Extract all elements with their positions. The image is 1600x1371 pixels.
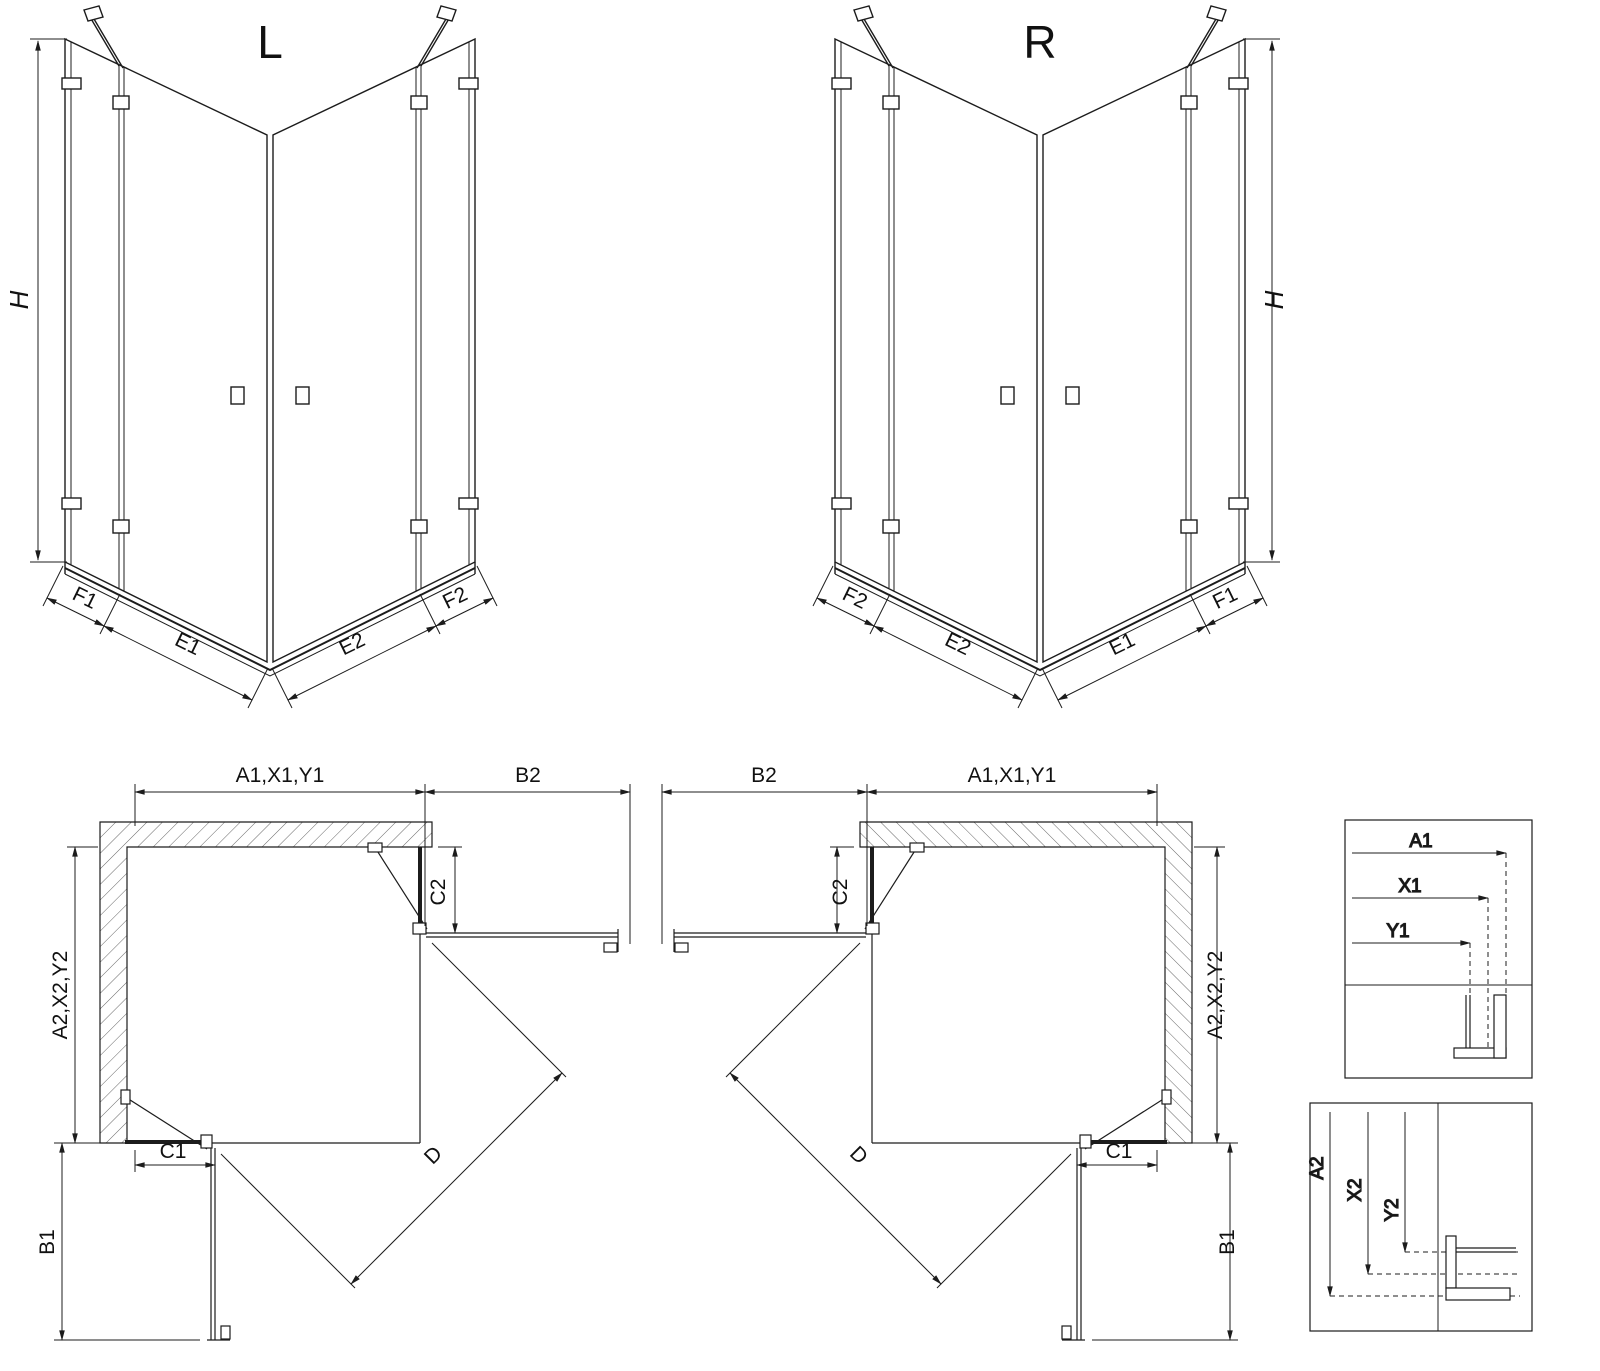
dim-label-f2-left: F2 [439,582,471,613]
detail-label-x2: X2 [1345,1178,1366,1201]
variant-left-label: L [257,16,283,68]
dim-label-e1-right: E1 [1106,628,1139,660]
perspective-right-view: R H F2 E2 E1 F1 [813,6,1289,708]
dim-label-d-right: D [845,1142,872,1169]
dim-label-b1-left: B1 [36,1229,59,1255]
enclosure-perspective-right [813,6,1280,708]
enclosure-perspective-left [30,6,497,708]
variant-right-label: R [1023,16,1056,68]
detail-bottom-frame [1309,1102,1533,1332]
detail-label-a2: A2 [1307,1156,1328,1179]
dim-label-c2-left: C2 [427,879,450,906]
perspective-left-view: L H F1 E1 E2 F2 [4,6,497,708]
detail-horizontal-section: A1 X1 Y1 [1344,819,1533,1079]
detail-vertical-section: A2 X2 Y2 [1306,1102,1533,1332]
detail-label-y1: Y1 [1386,921,1409,942]
plan-right-view: A1,X1,Y1 B2 A2,X2,Y2 C2 C1 B1 D [662,764,1239,1340]
dim-label-c1-left: C1 [160,1140,187,1163]
dim-label-c2-right: C2 [829,879,852,906]
dim-label-a1x1y1-right: A1,X1,Y1 [968,764,1057,787]
detail-label-y2: Y2 [1382,1198,1403,1221]
enclosure-plan-right [662,784,1238,1340]
detail-label-a1: A1 [1409,831,1432,852]
detail-top-frame [1344,819,1533,1079]
dim-label-b2-right: B2 [751,764,777,787]
dim-label-b2-left: B2 [515,764,541,787]
dim-label-d-left: D [420,1142,447,1169]
dim-label-e1-left: E1 [171,628,204,660]
dim-label-f2-right: F2 [839,582,871,613]
dim-label-e2-right: E2 [941,628,974,660]
dim-label-e2-left: E2 [336,628,369,660]
dim-label-c1-right: C1 [1106,1140,1133,1163]
dim-label-f1-left: F1 [69,582,101,613]
dim-label-a2x2y2-right: A2,X2,Y2 [1204,951,1227,1040]
dim-label-height-left: H [4,290,34,309]
plan-left-view: A1,X1,Y1 B2 A2,X2,Y2 C2 C1 B1 D [36,764,630,1340]
dim-label-f1-right: F1 [1209,582,1241,613]
dim-label-height-right: H [1259,290,1289,309]
dim-label-a2x2y2-left: A2,X2,Y2 [49,951,72,1040]
dim-label-a1x1y1-left: A1,X1,Y1 [236,764,325,787]
dim-label-b1-right: B1 [1216,1229,1239,1255]
detail-label-x1: X1 [1398,876,1421,897]
enclosure-plan-left [54,784,630,1340]
